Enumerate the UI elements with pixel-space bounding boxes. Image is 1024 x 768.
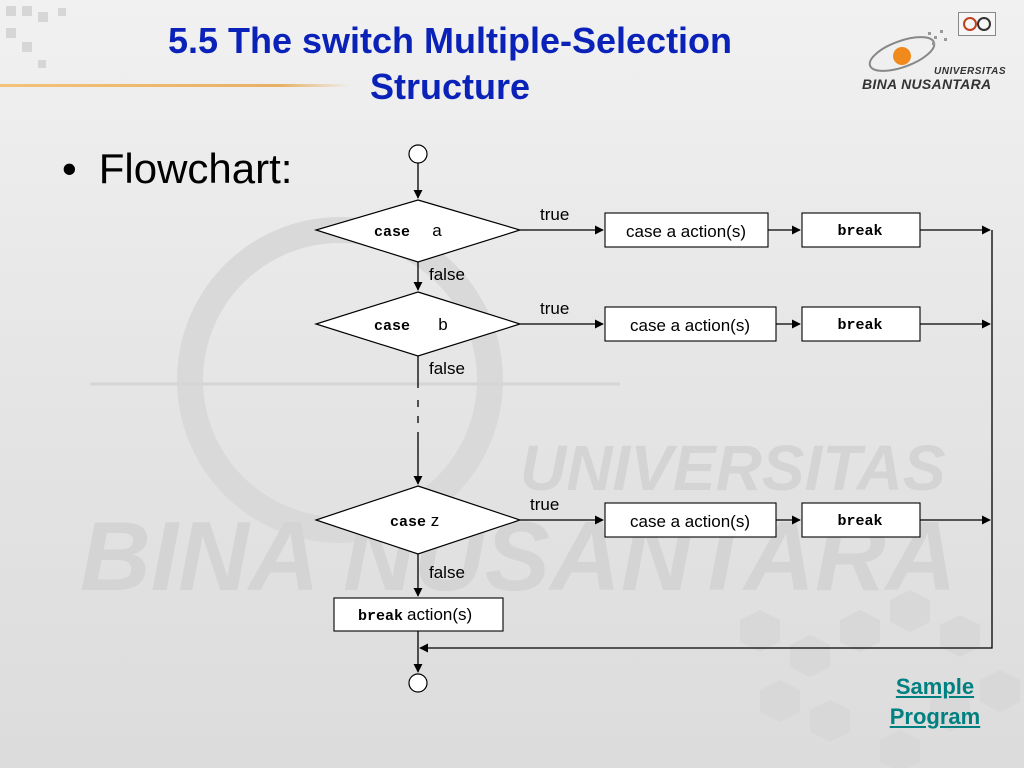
false-label-z: false bbox=[429, 563, 465, 582]
watermark-text-1: UNIVERSITAS bbox=[520, 432, 946, 504]
break-text-b: break bbox=[837, 317, 882, 334]
sample-program-link[interactable]: Sample Program bbox=[870, 672, 1000, 732]
corner-badge-icon bbox=[958, 12, 996, 36]
true-label-b: true bbox=[540, 299, 569, 318]
decision-case-b bbox=[313, 291, 523, 357]
break-box-b bbox=[801, 306, 921, 342]
true-label-a: true bbox=[540, 205, 569, 224]
slide-title-line-1: 5.5 The switch Multiple-Selection bbox=[167, 20, 733, 61]
bg-square bbox=[58, 8, 66, 16]
bg-square bbox=[6, 28, 16, 38]
decision-keyword-b: case bbox=[374, 318, 410, 335]
bg-square bbox=[22, 42, 32, 52]
action-text-b: case a action(s) bbox=[630, 316, 750, 335]
action-text-a: case a action(s) bbox=[626, 222, 746, 241]
decision-keyword-a: case bbox=[374, 224, 410, 241]
default-action-box bbox=[333, 597, 504, 632]
decision-case-a bbox=[313, 199, 523, 263]
break-text-z: break bbox=[837, 513, 882, 530]
end-node bbox=[408, 673, 428, 693]
sample-program-link-line-2[interactable]: Program bbox=[889, 704, 981, 729]
action-box-z bbox=[604, 502, 777, 538]
slide-title-line-2: Structure bbox=[369, 66, 531, 107]
slide-title: 5.5 The switch Multiple-Selection Struct… bbox=[60, 18, 840, 110]
false-label-b: false bbox=[429, 359, 465, 378]
bg-square bbox=[38, 60, 46, 68]
merge-line bbox=[419, 230, 993, 653]
decision-keyword-z: case bbox=[390, 514, 426, 531]
hexagon-pattern bbox=[740, 590, 1020, 768]
break-text-a: break bbox=[837, 223, 882, 240]
start-node bbox=[408, 144, 428, 164]
logo-text-universitas: UNIVERSITAS bbox=[934, 66, 1006, 77]
title-accent-bar bbox=[0, 84, 350, 87]
break-box-z bbox=[801, 502, 921, 538]
action-text-z: case a action(s) bbox=[630, 512, 750, 531]
bullet-dot: • bbox=[62, 145, 77, 192]
bg-square bbox=[38, 12, 48, 22]
sample-program-link-line-1[interactable]: Sample bbox=[895, 674, 975, 699]
badge-glyph-icon bbox=[963, 17, 991, 31]
default-text: action(s) bbox=[407, 605, 472, 624]
false-label-a: false bbox=[429, 265, 465, 284]
decision-var-b: b bbox=[438, 315, 447, 334]
decision-var-a: a bbox=[432, 221, 442, 240]
logo-text-binus: BINA NUSANTARA bbox=[862, 76, 992, 92]
bg-square bbox=[22, 6, 32, 16]
break-box-a bbox=[801, 212, 921, 248]
default-keyword: break bbox=[358, 608, 403, 625]
decision-var-z: z bbox=[431, 511, 440, 530]
true-label-z: true bbox=[530, 495, 559, 514]
bg-square bbox=[6, 6, 16, 16]
bullet-flowchart: • Flowchart: bbox=[62, 144, 292, 194]
bullet-label: Flowchart: bbox=[98, 145, 293, 192]
university-logo-icon bbox=[868, 30, 947, 72]
